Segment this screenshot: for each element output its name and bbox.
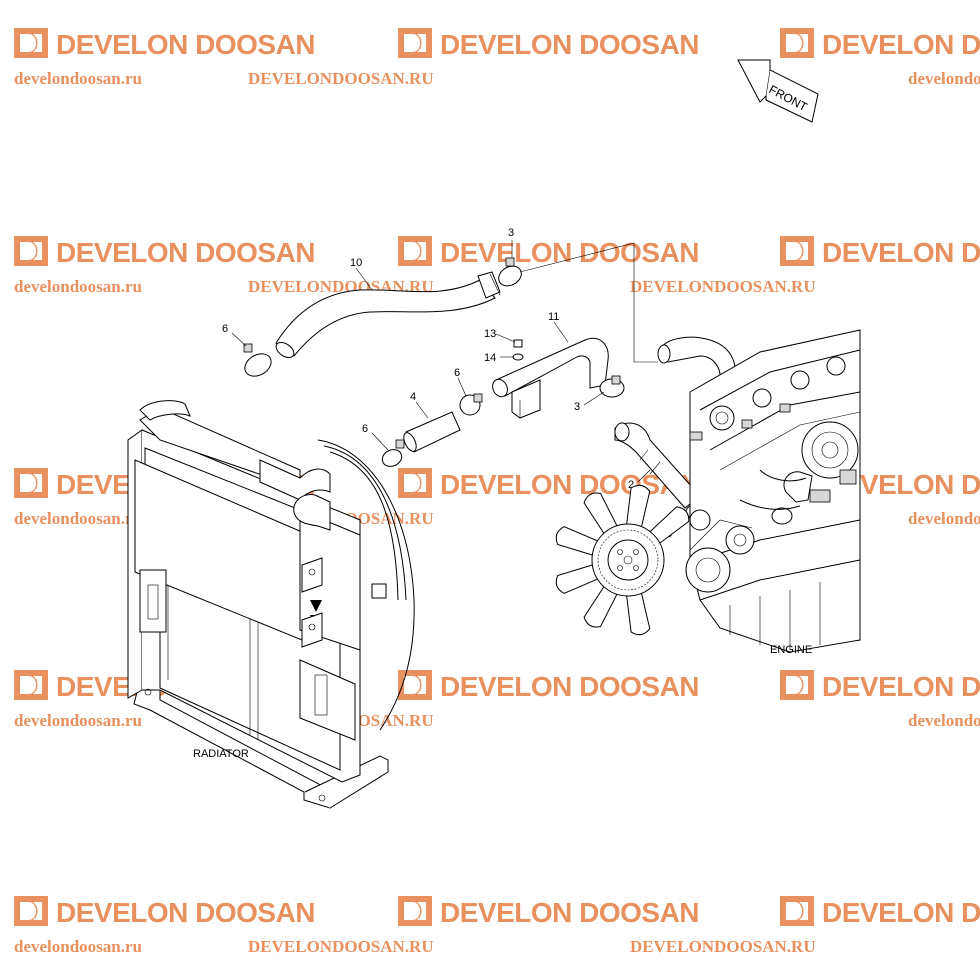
hose-11	[492, 337, 609, 419]
watermark-url: develondoosan.ru	[14, 937, 142, 956]
watermark-tile: DEVELON DOOSAN develondoosan.ru	[14, 236, 316, 296]
watermark-brand: DEVELON DOOSAN	[440, 29, 699, 60]
callout-11: 11	[548, 311, 559, 323]
develon-doosan-logo-icon	[398, 896, 432, 926]
fan-blade	[625, 590, 651, 636]
callout-2: 2	[628, 479, 634, 491]
callout-6-left: 6	[222, 323, 228, 335]
watermark-tile: DEVELON DOOSAN DEVELONDOOSAN.RU	[248, 28, 700, 88]
fan-blade	[555, 563, 600, 594]
radiator-drawing: RADIATOR	[127, 400, 415, 809]
callout-10: 10	[350, 257, 362, 269]
watermark-tile: DEVELON DOOSAN develondoosan.ru	[14, 896, 316, 956]
engine-drawing: ENGINE	[657, 329, 861, 656]
hose-4	[403, 411, 461, 453]
develon-doosan-logo-icon	[398, 28, 432, 58]
watermark-url: DEVELONDOOSAN.RU	[248, 937, 434, 956]
develon-doosan-logo-icon	[780, 670, 814, 700]
watermark-tile: DEVELON DOOSAN DEVELONDOOSAN.RU	[630, 896, 980, 956]
callout-3-top: 3	[508, 227, 514, 239]
develon-doosan-logo-icon	[780, 896, 814, 926]
watermark-url: DEVELONDOOSAN.RU	[248, 69, 434, 88]
watermark-brand: DEVELON DOOSAN	[56, 897, 315, 928]
watermark-brand: DEVELON DOOSAN	[440, 671, 699, 702]
watermark-brand: DEVELON DOOSAN	[440, 237, 699, 268]
callout-6-mid: 6	[454, 367, 460, 379]
watermark-tile: DEVELON DOOSAN develondoosan.ru	[780, 28, 980, 88]
develon-doosan-logo-icon	[780, 28, 814, 58]
watermark-brand: DEVELON DOOSAN	[56, 237, 315, 268]
develon-doosan-logo-icon	[14, 28, 48, 58]
watermark-brand: DEVELON DOOSAN	[822, 29, 980, 60]
callout-4: 4	[410, 391, 416, 403]
fan-blade	[647, 506, 690, 546]
callout-13: 13	[484, 328, 496, 340]
develon-doosan-logo-icon	[14, 896, 48, 926]
watermark-brand: DEVELON DOOSAN	[822, 671, 980, 702]
hose-10	[275, 271, 501, 359]
callout-3-mid: 3	[574, 401, 580, 413]
fan-blade	[625, 484, 651, 530]
leader-lines	[231, 240, 691, 531]
develon-doosan-logo-icon	[14, 236, 48, 266]
watermark-tile: DEVELON DOOSAN develondoosan.ru	[780, 670, 980, 730]
watermark-url: develondoosan.ru	[908, 711, 980, 730]
hose-2	[614, 422, 701, 509]
watermark-brand: DEVELON DOOSAN	[822, 897, 980, 928]
watermark-url: DEVELONDOOSAN.RU	[630, 937, 816, 956]
watermark-brand: DEVELON DOOSAN	[440, 897, 699, 928]
fan-blade	[583, 584, 619, 628]
engine-label: ENGINE	[770, 644, 812, 656]
front-arrow-icon: FRONT	[737, 59, 819, 123]
fan-blade	[583, 492, 619, 536]
watermark-url: DEVELONDOOSAN.RU	[630, 277, 816, 296]
watermark-url: develondoosan.ru	[908, 509, 980, 528]
watermark-brand: DEVELON DOOSAN	[822, 237, 980, 268]
watermark-brand: DEVELON DOOSAN	[56, 29, 315, 60]
watermark-url: develondoosan.ru	[14, 509, 142, 528]
develon-doosan-logo-icon	[398, 236, 432, 266]
develon-doosan-logo-icon	[398, 468, 432, 498]
watermark-tile: DEVELON DOOSAN develondoosan.ru	[14, 28, 316, 88]
develon-doosan-logo-icon	[14, 468, 48, 498]
develon-doosan-logo-icon	[780, 236, 814, 266]
watermark-url: develondoosan.ru	[14, 277, 142, 296]
develon-doosan-logo-icon	[398, 670, 432, 700]
callout-14: 14	[484, 352, 496, 364]
develon-doosan-logo-icon	[14, 670, 48, 700]
cooling-fan-drawing	[555, 484, 690, 636]
radiator-label: RADIATOR	[193, 748, 249, 760]
watermark-url: develondoosan.ru	[14, 711, 142, 730]
watermark-tile: DEVELON DOOSAN DEVELONDOOSAN.RU	[248, 896, 700, 956]
fan-blade	[555, 526, 600, 557]
watermark-tile: DEVELON DOOSAN DEVELONDOOSAN.RU	[630, 236, 980, 296]
watermark-url: develondoosan.ru	[908, 69, 980, 88]
watermark-url: develondoosan.ru	[14, 69, 142, 88]
callout-6-low: 6	[362, 423, 368, 435]
